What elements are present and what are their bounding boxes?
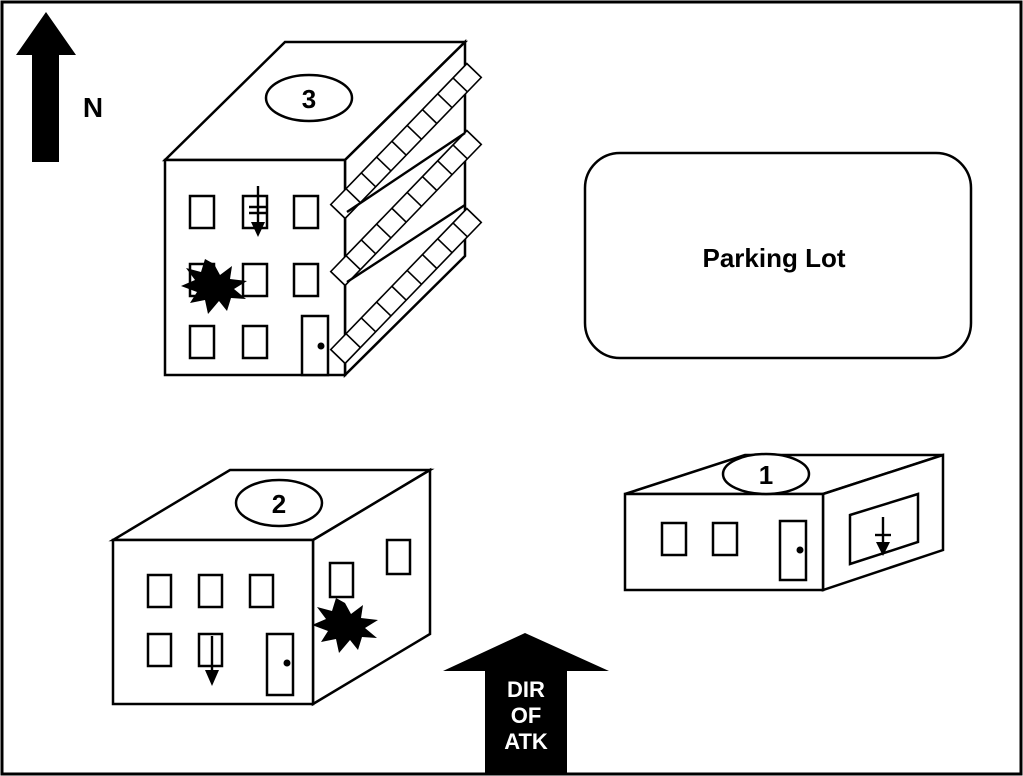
window <box>146 573 173 609</box>
entry-arrow-icon <box>205 636 219 686</box>
entry-arrow-icon <box>249 186 267 237</box>
attack-label-line1: DIR <box>507 677 545 702</box>
window <box>711 521 739 557</box>
north-arrow: N <box>16 12 103 162</box>
window <box>197 573 224 609</box>
door-knob-icon <box>317 342 325 350</box>
fire-escape-landing-line <box>346 132 466 213</box>
building-2: 2 <box>108 467 435 707</box>
breach-burst-icon <box>312 598 378 653</box>
building-3-number-oval <box>264 73 354 123</box>
north-label: N <box>83 92 103 123</box>
parking-lot: Parking Lot <box>583 151 973 360</box>
door-knob-icon <box>283 659 291 667</box>
window <box>146 632 173 668</box>
window <box>292 194 320 230</box>
door-knob-icon <box>796 546 804 554</box>
fire-escape-stairs <box>329 62 483 365</box>
window <box>385 538 412 576</box>
window <box>188 194 216 230</box>
fire-escape-landing-line <box>346 203 466 284</box>
fire-escape-ladder <box>329 62 483 220</box>
parking-lot-label: Parking Lot <box>702 243 845 273</box>
building-3: 3 <box>161 39 483 378</box>
building-1-number-oval <box>721 452 811 496</box>
window <box>660 521 688 557</box>
window <box>248 573 275 609</box>
window <box>188 324 216 360</box>
window <box>328 561 355 599</box>
window <box>241 324 269 360</box>
building-2-number: 2 <box>272 489 286 519</box>
attack-label-line2: OF <box>511 703 542 728</box>
attack-arrow-icon <box>443 633 609 774</box>
window <box>197 632 224 668</box>
building-3-number: 3 <box>302 84 316 114</box>
breach-burst-icon <box>181 259 247 314</box>
direction-of-attack-arrow: DIR OF ATK <box>443 633 609 774</box>
attack-label-line3: ATK <box>504 729 548 754</box>
entry-arrow-icon <box>875 517 891 556</box>
fire-escape-ladder <box>329 207 483 365</box>
north-arrow-icon <box>16 12 76 162</box>
parking-lot-outline <box>583 151 973 360</box>
building-1: 1 <box>623 452 945 592</box>
window <box>292 262 320 298</box>
building-2-number-oval <box>234 478 324 528</box>
window <box>241 262 269 298</box>
building-1-number: 1 <box>759 460 773 490</box>
fire-escape-ladder <box>329 129 483 287</box>
